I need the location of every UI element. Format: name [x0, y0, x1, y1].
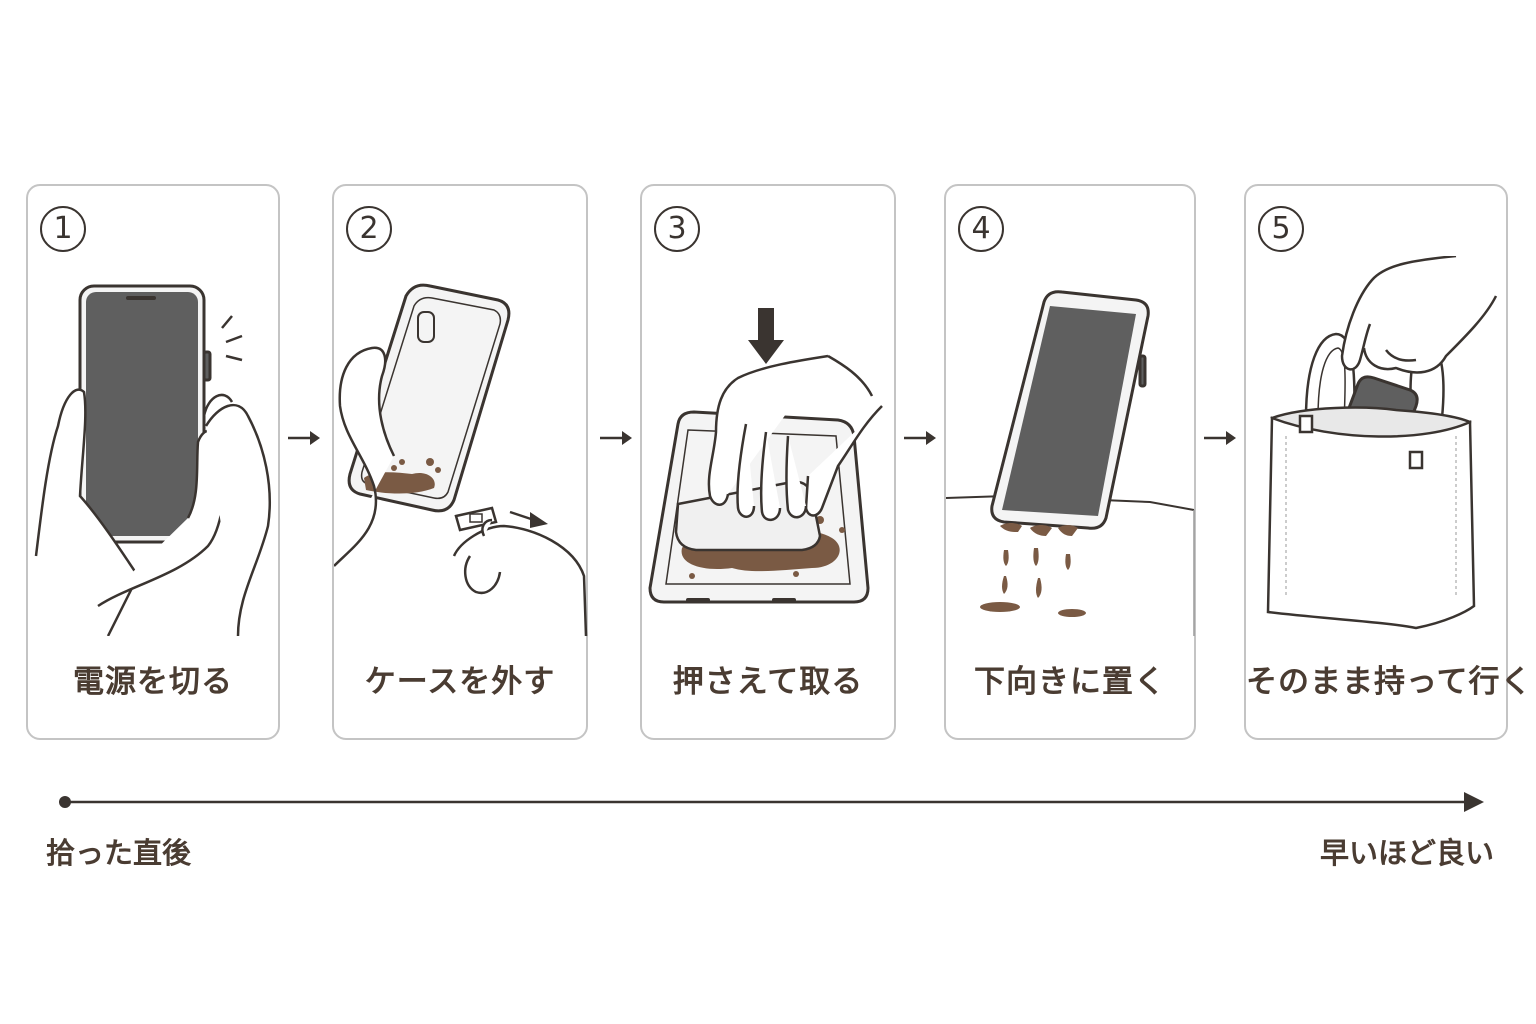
- step-label-2: ケースを外す: [364, 664, 556, 700]
- step-number-4: 4: [958, 206, 1004, 252]
- phone-icon: [78, 284, 212, 544]
- press-marks-icon: [221, 315, 243, 362]
- step-panel-4: 4 下向きに置く: [944, 184, 1196, 740]
- tote-bag-icon: [1266, 406, 1476, 630]
- step-label-1: 電源を切る: [73, 664, 233, 700]
- direction-arrow-icon: [509, 510, 548, 528]
- carry-bag-illustration: [1266, 256, 1498, 630]
- step-panel-5: 5 そのまま持って行く: [1244, 184, 1533, 740]
- step-panel-2: 2 ケースを外す: [332, 184, 588, 740]
- step-arrow-icon: [904, 431, 936, 445]
- hand-icon: [1340, 256, 1498, 374]
- step-label-5: そのまま持って行く: [1246, 664, 1533, 700]
- hand-icon: [707, 354, 883, 521]
- timeline-start-label: 拾った直後: [46, 836, 192, 870]
- remove-case-illustration: [334, 283, 588, 636]
- timeline-arrowhead-icon: [1464, 792, 1484, 812]
- step-number-3: 3: [654, 206, 700, 252]
- blot-illustration: [648, 308, 883, 604]
- dripping-liquid-icon: [980, 523, 1086, 617]
- face-down-illustration: [946, 290, 1195, 636]
- phone-icon: [990, 290, 1150, 530]
- step-number-1: 1: [40, 206, 86, 252]
- timeline-arrow: [59, 792, 1484, 812]
- step-number-5: 5: [1258, 206, 1304, 252]
- step-label-4: 下向きに置く: [974, 664, 1166, 700]
- step-arrow-icon: [1204, 431, 1236, 445]
- step-number-2: 2: [346, 206, 392, 252]
- step-panel-3: 3 押さえて取る: [640, 184, 896, 740]
- power-off-illustration: [34, 284, 271, 636]
- step-arrow-icon: [600, 431, 632, 445]
- down-arrow-icon: [748, 308, 784, 364]
- step-arrow-icon: [288, 431, 320, 445]
- step-label-3: 押さえて取る: [672, 664, 864, 700]
- timeline-end-label: 早いほど良い: [1319, 836, 1494, 870]
- step-panel-1: 1 電源を切る: [26, 184, 280, 740]
- hands-icon: [34, 388, 271, 636]
- sim-tray-icon: [454, 506, 498, 532]
- hands-icon: [334, 346, 588, 636]
